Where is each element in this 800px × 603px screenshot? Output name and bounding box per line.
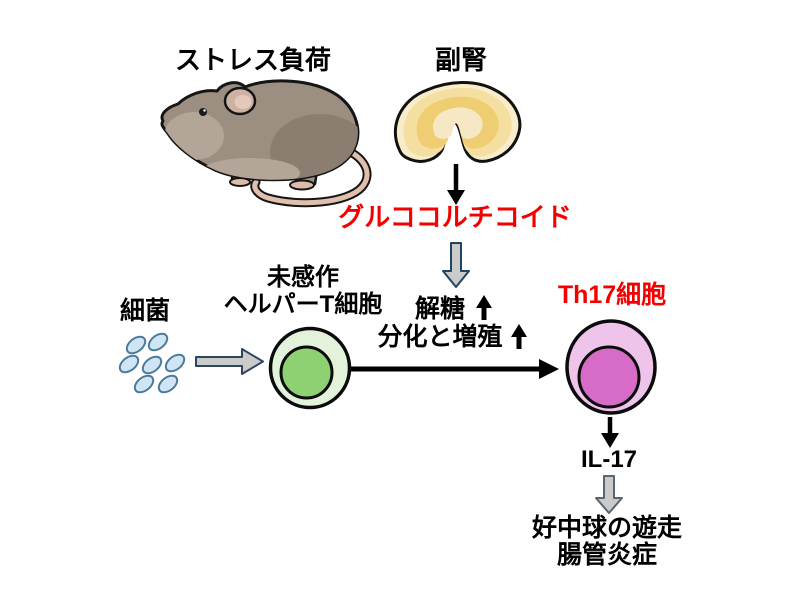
block-down-arrow-icon [442, 242, 470, 288]
up-arrow-glycolysis-icon [476, 295, 492, 320]
down-arrow-icon [447, 164, 465, 205]
right-arrow-icon [351, 359, 559, 379]
up-arrow-differentiation-icon [511, 324, 527, 349]
naive-label-line2: ヘルパーT細胞 [223, 290, 383, 318]
th17-cell-icon [565, 319, 657, 415]
down-arrow-il17-icon [601, 417, 619, 448]
block-right-arrow-icon [195, 348, 264, 375]
differentiation-proliferation-label: 分化と増殖 [377, 323, 503, 351]
neutrophil-migration-label: 好中球の遊走 [531, 514, 683, 542]
adrenal-gland-icon [393, 80, 522, 163]
mouse-icon [160, 79, 372, 208]
naive-helper-t-cell-label: 未感作 ヘルパーT細胞 [223, 264, 383, 319]
bacteria-cluster-icon [118, 332, 186, 394]
adrenal-gland-label: 副腎 [434, 45, 488, 75]
bacteria-label: 細菌 [119, 297, 171, 325]
il17-label: IL-17 [580, 446, 638, 473]
glucocorticoid-label: グルココルチコイド [338, 202, 572, 232]
stress-load-label: ストレス負荷 [174, 45, 332, 75]
naive-label-line1: 未感作 [266, 264, 339, 291]
block-down-arrow-outcome-icon [595, 475, 623, 514]
th17-cell-label: Th17細胞 [557, 281, 667, 309]
glycolysis-label: 解糖 [414, 295, 466, 323]
intestinal-inflammation-label: 腸管炎症 [556, 541, 658, 569]
naive-t-cell-icon [268, 326, 352, 410]
